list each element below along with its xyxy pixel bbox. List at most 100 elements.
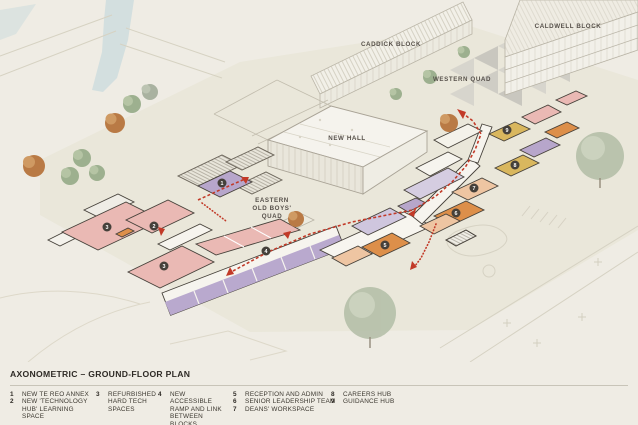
legend-item-4: 4 NEW ACCESSIBLE RAMP AND LINK BETWEEN B… [158,391,226,425]
label-caldwell-block: CALDWELL BLOCK [535,23,602,30]
legend-item-number: 7 [233,405,237,413]
svg-text:5: 5 [384,243,387,249]
svg-text:9: 9 [506,128,509,134]
axonometric-plan-figure: 1 2 3 3 4 5 6 7 8 9 CADDICK BLOCK CALDWE… [0,0,638,362]
svg-text:3: 3 [106,225,109,231]
label-new-hall: NEW HALL [328,135,365,142]
label-caddick-block: CADDICK BLOCK [361,41,421,48]
legend-item-label: REFURBISHED HARD TECH SPACES [108,391,157,413]
legend-item-label: NEW 'TECHNOLOGY HUB' LEARNING SPACE [22,398,88,421]
room-pink [554,90,589,106]
svg-text:8: 8 [514,163,517,169]
tree [105,113,125,133]
tree [61,167,79,185]
legend-item-number: 9 [331,398,335,406]
parking-cross [503,258,602,347]
tree [123,95,141,113]
room-peach [419,213,462,235]
legend-item-label: SENIOR LEADERSHIP TEAM [245,398,336,406]
road [439,205,638,362]
tree [288,211,304,227]
svg-text:2: 2 [153,224,156,230]
plan-marker-6: 6 [451,208,461,218]
legend-item-number: 3 [96,391,100,398]
tree [23,155,45,177]
orange-accent [114,227,136,238]
legend-item-label: GUIDANCE HUB [343,398,395,406]
legend: AXONOMETRIC – GROUND-FLOOR PLAN 1 NEW TE… [0,362,638,425]
footpath [0,290,288,362]
legend-item-8: 8 CAREERS HUB [331,391,423,398]
legend-item-number: 1 [10,391,14,398]
legend-item-label: DEANS' WORKSPACE [245,405,315,413]
plan-marker-9: 9 [502,125,512,135]
link-rooms [403,167,465,200]
plan-marker-3a: 3 [102,222,112,232]
legend-column-4: 5 RECEPTION AND ADMIN 6 SENIOR LEADERSHI… [233,391,340,413]
legend-column-2: 3 REFURBISHED HARD TECH SPACES [96,391,157,413]
svg-text:QUAD: QUAD [262,213,283,220]
legend-column-1: 1 NEW TE REO ANNEX 2 NEW 'TECHNOLOGY HUB… [10,391,94,421]
circulation-path [158,109,482,276]
legend-item-label: NEW ACCESSIBLE RAMP AND LINK BETWEEN BLO… [170,391,222,425]
svg-text:6: 6 [455,211,458,217]
stream [92,0,134,92]
tree [457,46,470,58]
room-technology-hub [124,199,196,234]
path-arrow [158,109,466,276]
legend-item-3: 3 REFURBISHED HARD TECH SPACES [96,391,157,413]
label-western-quad: WESTERN QUAD [433,76,491,83]
caddick-block-building [310,1,473,109]
caldwell-block-building [504,0,638,96]
legend-item-number: 4 [158,391,162,398]
tree [89,165,105,181]
svg-text:4: 4 [265,249,268,255]
legend-item-label: NEW TE REO ANNEX [22,391,89,398]
trees [23,46,624,348]
road [0,14,226,79]
plan-marker-1: 1 [217,178,227,188]
legend-item-number: 8 [331,391,335,398]
svg-text:7: 7 [473,186,476,192]
room-purple [518,137,562,158]
plan-marker-8: 8 [510,160,520,170]
tree [576,132,624,188]
plan-marker-3b: 3 [159,261,169,271]
legend-item-label: RECEPTION AND ADMIN [245,391,324,398]
teaching-block-left [46,170,302,289]
legend-item-1: 1 NEW TE REO ANNEX [10,391,94,398]
room-orange [543,121,581,139]
plan-marker-5: 5 [380,240,390,250]
map-labels: CADDICK BLOCK CALDWELL BLOCK WESTERN QUA… [252,23,602,220]
tree [344,287,396,348]
room-pink [520,104,563,125]
room-peach [331,245,373,267]
plan-marker-4: 4 [261,246,271,256]
legend-column-5: 8 CAREERS HUB 9 GUIDANCE HUB [331,391,423,406]
label-eastern-quad: EASTERN OLD BOYS' QUAD [252,197,291,220]
legend-item-label: CAREERS HUB [343,391,392,398]
svg-text:OLD BOYS': OLD BOYS' [252,205,291,212]
legend-item-9: 9 GUIDANCE HUB [331,398,423,405]
accessible-ramp [445,229,477,247]
tree [141,84,158,100]
legend-rule [10,385,628,386]
tree [423,70,437,84]
rooms-white [433,123,484,149]
tree [389,88,402,100]
legend-item-number: 2 [10,398,14,406]
pond [0,4,36,40]
plan-marker-7: 7 [469,183,479,193]
new-hall-building [266,105,429,195]
tree [73,149,91,167]
corridor [156,223,214,251]
legend-item-2: 2 NEW 'TECHNOLOGY HUB' LEARNING SPACE [10,398,94,420]
legend-title: AXONOMETRIC – GROUND-FLOOR PLAN [10,369,191,379]
legend-item-number: 6 [233,398,237,406]
room-light-purple [351,207,407,236]
svg-text:EASTERN: EASTERN [255,197,289,204]
room-hard-tech-b [126,245,216,289]
svg-text:3: 3 [163,264,166,270]
plan-marker-2: 2 [149,221,159,231]
